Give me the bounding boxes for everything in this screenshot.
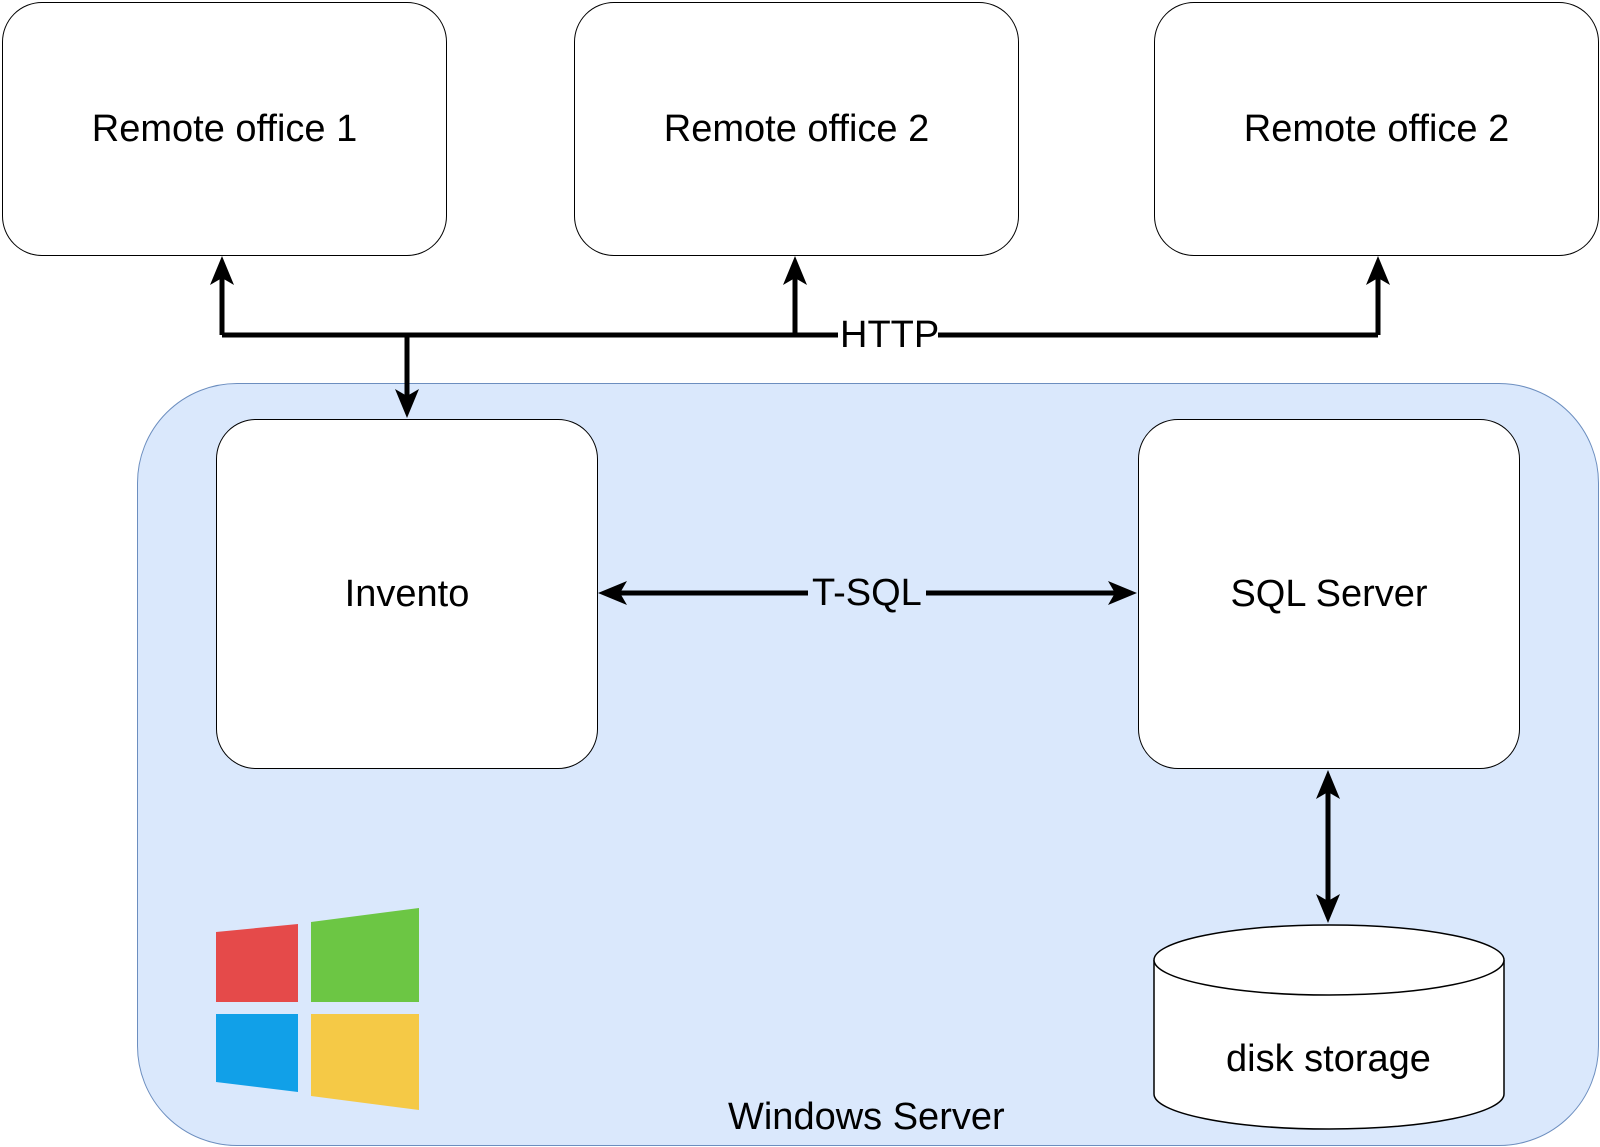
windows-logo-icon <box>216 908 419 1110</box>
arrowhead-to-storage <box>1316 894 1340 923</box>
remote-office-1-node: Remote office 1 <box>2 2 447 256</box>
sql-server-node: SQL Server <box>1138 419 1520 769</box>
tsql-arrowheads <box>598 581 1137 605</box>
arrowhead-to-sql-server <box>1108 581 1137 605</box>
disk-storage-cylinder <box>1153 924 1505 1130</box>
http-label-bg <box>838 313 938 357</box>
arrowhead-office-2 <box>783 256 807 285</box>
http-label: HTTP <box>840 314 940 356</box>
tsql-label: T-SQL <box>812 572 922 614</box>
disk-storage-label: disk storage <box>1226 1038 1431 1080</box>
arrowhead-to-invento <box>598 581 627 605</box>
windows-server-label: Windows Server <box>728 1096 1005 1138</box>
invento-node: Invento <box>216 419 598 769</box>
arrowhead-invento <box>395 389 419 418</box>
http-connector <box>219 262 1381 410</box>
remote-office-3-node: Remote office 2 <box>1154 2 1599 256</box>
http-arrowheads <box>210 256 1390 418</box>
arrowhead-office-1 <box>210 256 234 285</box>
storage-arrowheads <box>1316 770 1340 923</box>
tsql-label-bg <box>808 571 926 615</box>
remote-office-2-node: Remote office 2 <box>574 2 1019 256</box>
arrowhead-office-3 <box>1366 256 1390 285</box>
arrowhead-to-sql <box>1316 770 1340 799</box>
